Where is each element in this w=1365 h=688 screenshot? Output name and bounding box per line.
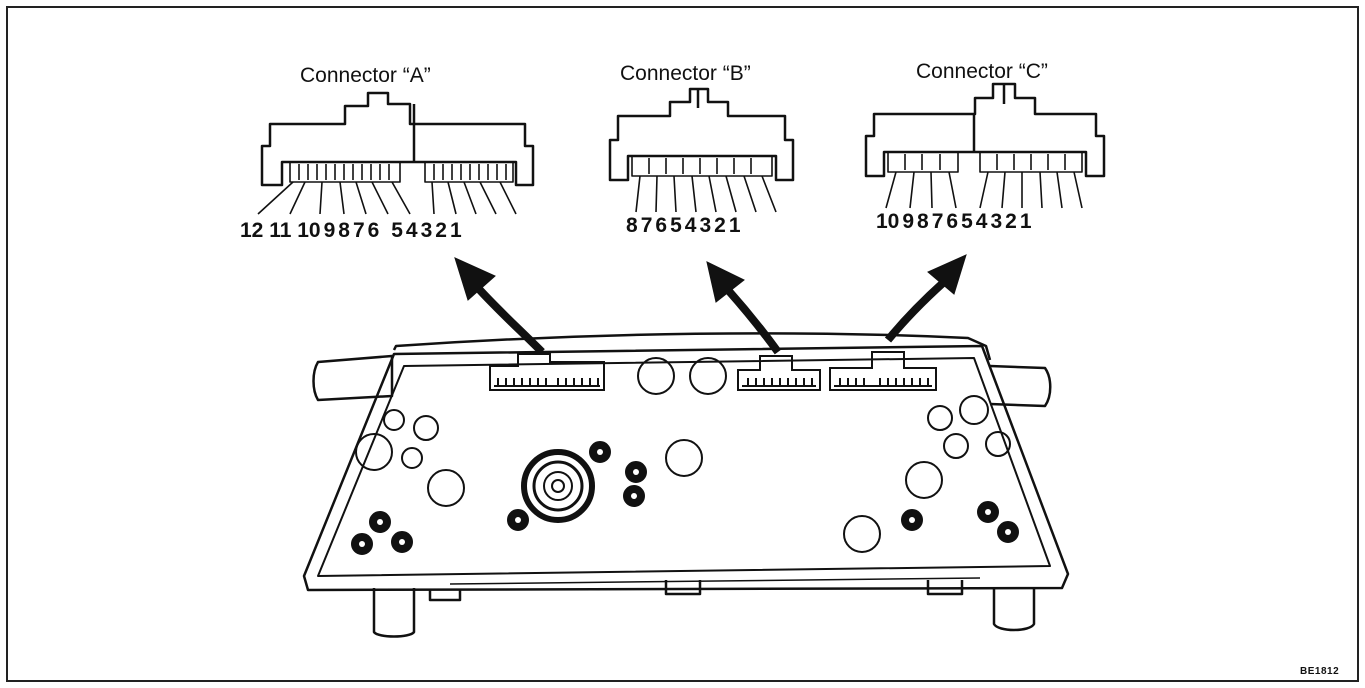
connector-c-pins (885, 151, 1083, 209)
arrows (454, 254, 967, 355)
pin-label: 4 (975, 210, 988, 233)
pin-label: 3 (699, 214, 712, 237)
arrow-c-head (927, 254, 967, 295)
pin-label: 5 (961, 210, 973, 233)
arrow-b (725, 287, 782, 355)
pin-label: 9 (902, 210, 915, 233)
figure-code: BE1812 (1300, 666, 1340, 677)
connector-a-pins (257, 161, 517, 215)
pin-label: 7 (931, 210, 944, 233)
pin-label: 8 (917, 210, 929, 233)
pin-label: 7 (352, 219, 365, 242)
pin-label: 5 (670, 214, 682, 237)
pin-label: 1 (728, 214, 741, 237)
connector-c-body (864, 82, 1106, 178)
pin-label: 8 (626, 214, 638, 237)
meter-housing (302, 332, 1070, 638)
pin-label: 5 (391, 219, 403, 242)
pin-label: 4 (405, 219, 418, 242)
pin-label: 4 (684, 214, 697, 237)
pin-label: 2 (1005, 210, 1017, 233)
pin-label: 7 (640, 214, 653, 237)
screws (351, 441, 1019, 555)
pin-label: 12 (240, 219, 264, 242)
connector-b-title: Connector “B” (620, 62, 751, 85)
pin-label: 9 (323, 219, 336, 242)
pin-label: 11 (269, 219, 292, 242)
pin-label: 6 (655, 214, 668, 237)
pin-label: 6 (946, 210, 959, 233)
arrow-b-head (706, 261, 745, 303)
pin-label: 8 (338, 219, 350, 242)
pin-label: 1 (449, 219, 462, 242)
pin-label: 10 (297, 219, 321, 242)
arrow-c (884, 279, 947, 343)
pin-label: 2 (435, 219, 447, 242)
pin-label: 6 (367, 219, 380, 242)
pin-label: 3 (420, 219, 433, 242)
arrow-a-head (454, 257, 496, 301)
connector-c-title: Connector “C” (916, 60, 1048, 83)
pin-label: 3 (990, 210, 1003, 233)
connector-a-body (260, 91, 535, 187)
figure-frame (6, 6, 1359, 682)
pin-label: 1 (1019, 210, 1032, 233)
arrow-a (475, 285, 545, 355)
connector-a-title: Connector “A” (300, 64, 431, 87)
bulb-sockets (355, 357, 1011, 553)
connector-b-pins (631, 155, 777, 213)
connector-b-body (608, 87, 795, 182)
housing-connectors (489, 351, 937, 391)
pin-label: 10 (876, 210, 900, 233)
speedometer-drive (521, 449, 595, 523)
pin-label: 2 (714, 214, 726, 237)
